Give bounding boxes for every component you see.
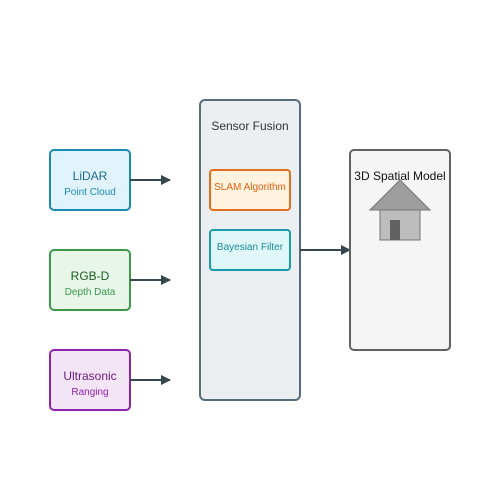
- module-bayesian-box: [209, 229, 291, 271]
- module-slam-label: SLAM Algorithm: [214, 182, 286, 193]
- house-icon: [368, 179, 432, 241]
- sensor-rgbd-subtitle: Depth Data: [65, 287, 116, 298]
- sensor-lidar-name: LiDAR: [73, 169, 108, 183]
- module-slam: SLAM Algorithm: [209, 169, 291, 211]
- fusion-title: Sensor Fusion: [211, 119, 288, 133]
- sensor-ultrasonic: Ultrasonic Ranging: [49, 349, 131, 411]
- module-bayesian: Bayesian Filter: [209, 229, 291, 271]
- module-slam-box: [209, 169, 291, 211]
- sensor-ultrasonic-subtitle: Ranging: [71, 387, 108, 398]
- sensor-lidar-subtitle: Point Cloud: [64, 187, 116, 198]
- fusion-block: Sensor Fusion SLAM Algorithm Bayesian Fi…: [199, 99, 301, 401]
- sensor-ultrasonic-name: Ultrasonic: [63, 369, 116, 383]
- module-bayesian-label: Bayesian Filter: [217, 242, 284, 253]
- sensor-rgbd: RGB-D Depth Data: [49, 249, 131, 311]
- output-model-box: [349, 149, 451, 351]
- sensor-lidar: LiDAR Point Cloud: [49, 149, 131, 211]
- output-model-title: 3D Spatial Model: [354, 169, 445, 183]
- sensor-rgbd-name: RGB-D: [71, 269, 110, 283]
- output-model: 3D Spatial Model: [349, 149, 451, 351]
- house-door: [390, 220, 400, 240]
